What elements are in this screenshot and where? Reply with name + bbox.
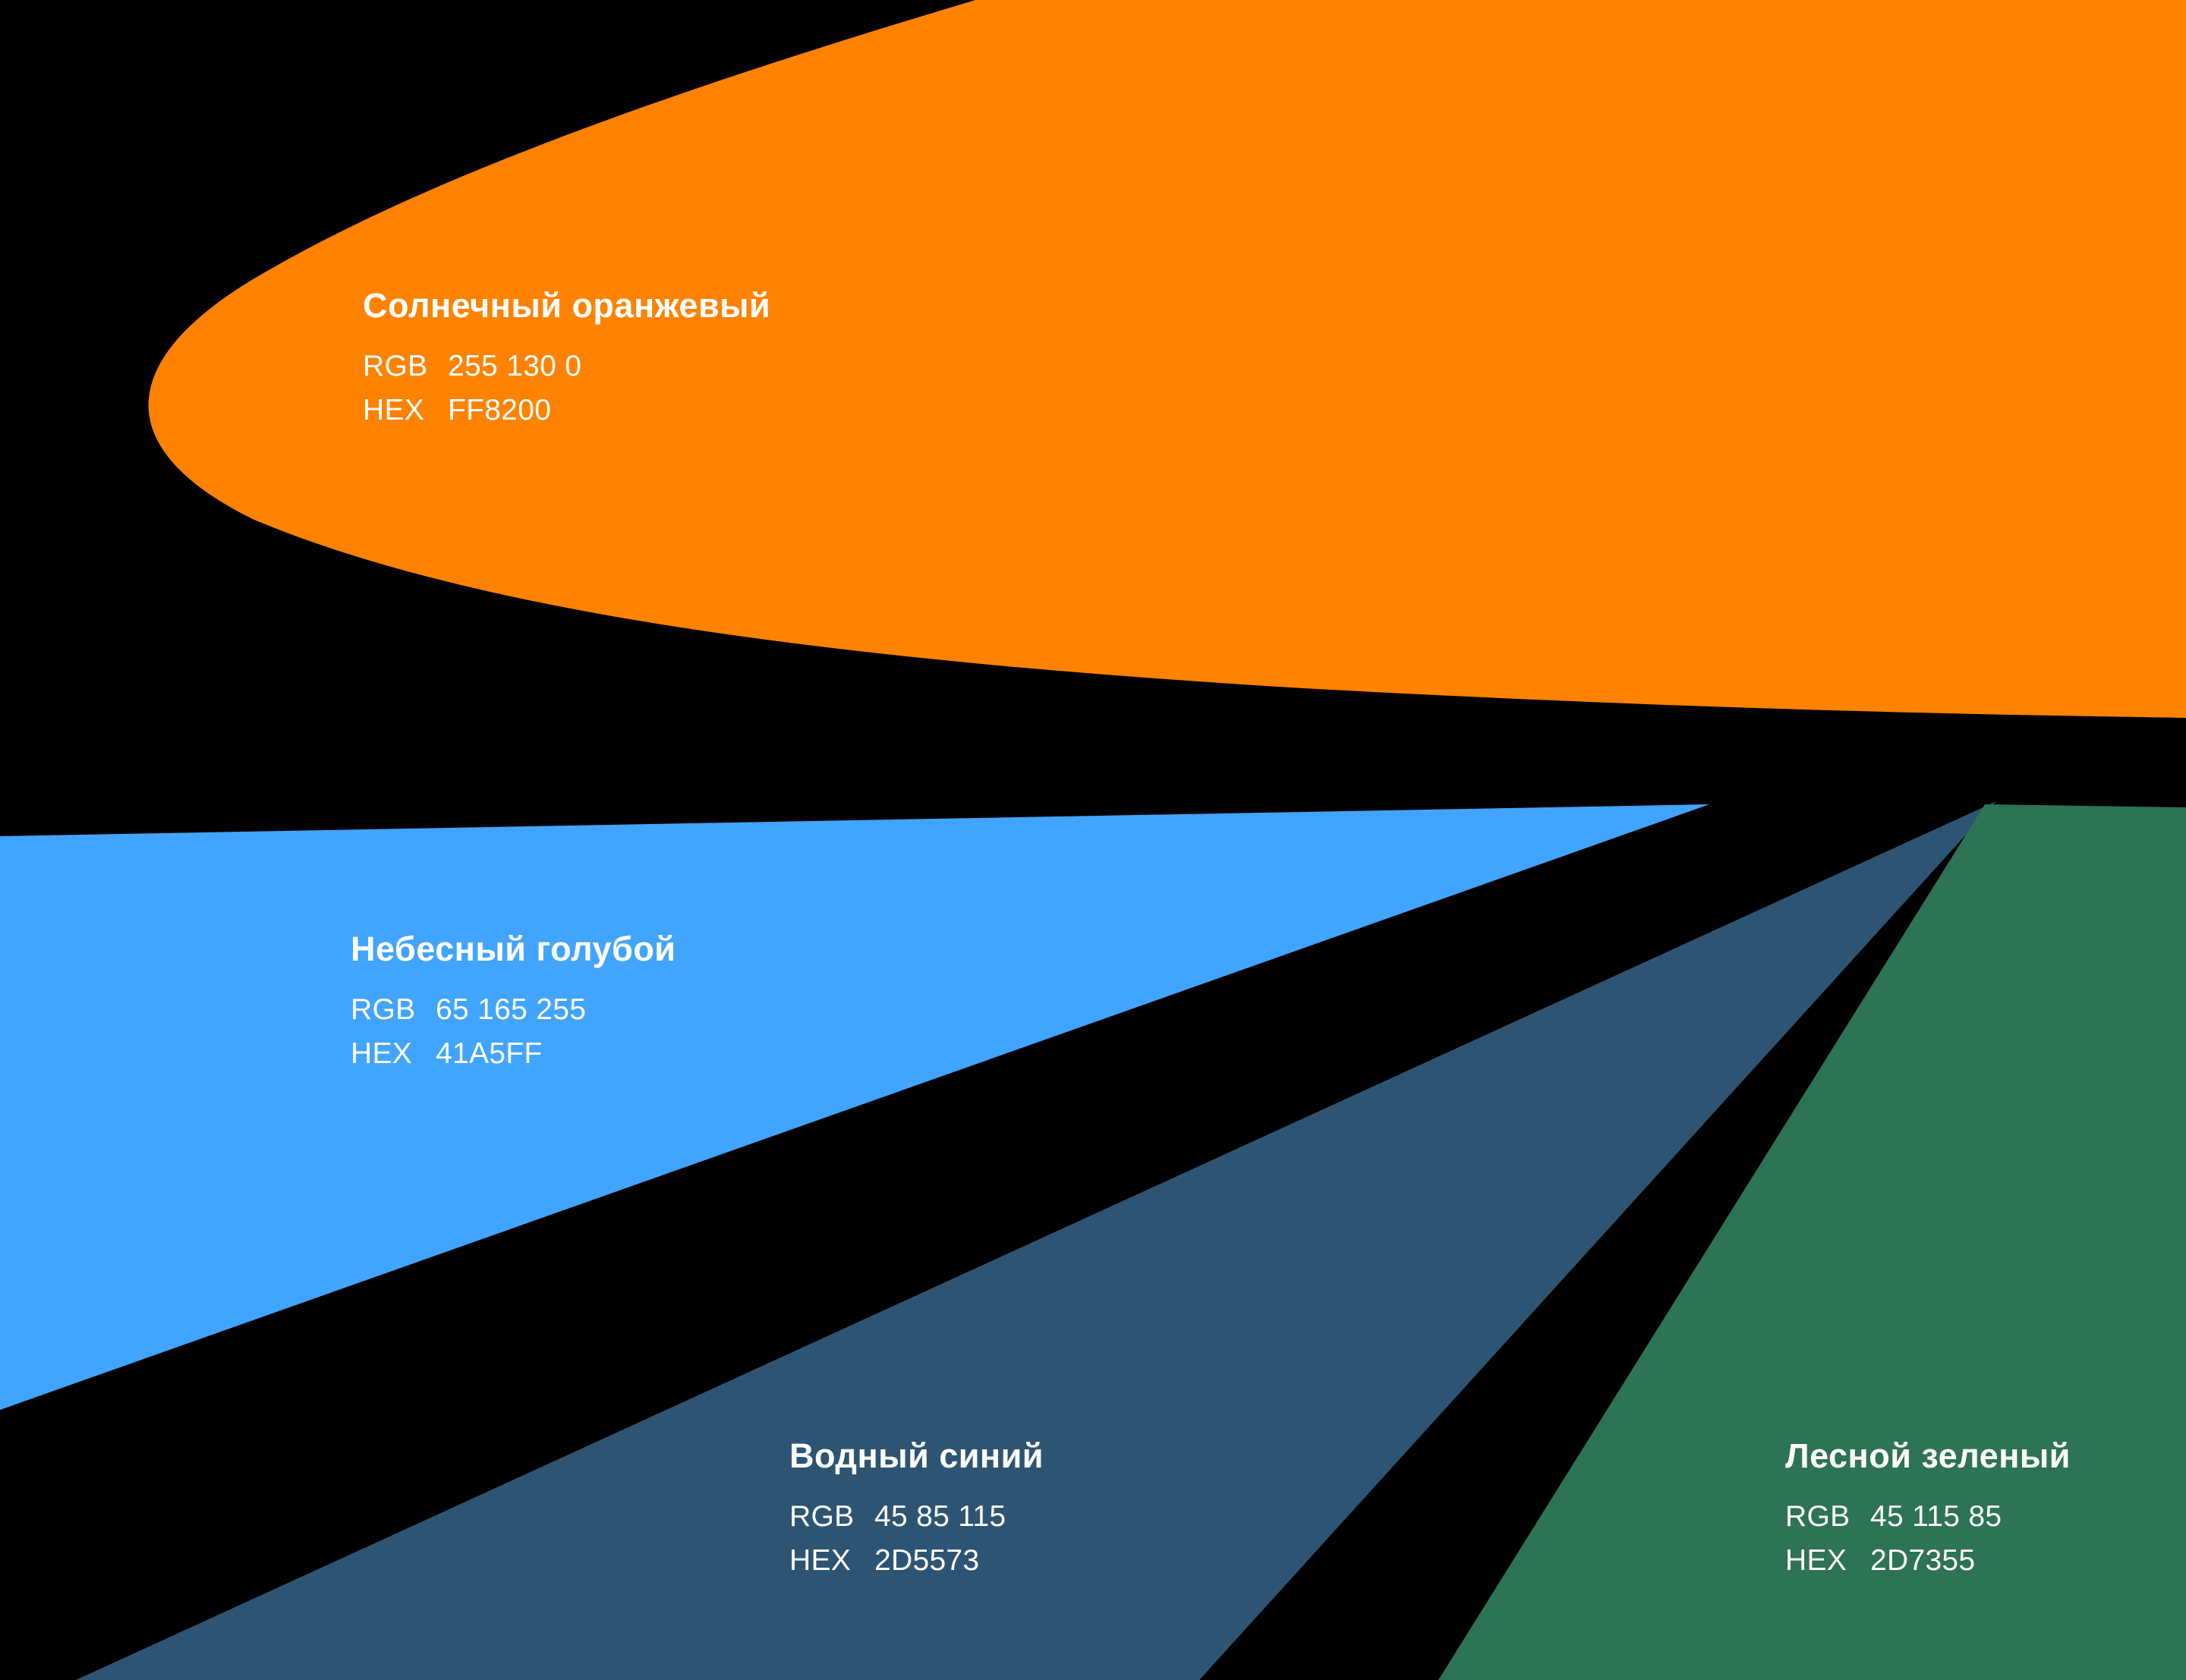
swatch-label-forest-green: Лесной зеленый RGB 45 115 85 HEX 2D7355 <box>1785 1437 2071 1583</box>
forest-green-shape <box>1438 804 2186 1680</box>
rgb-label: RGB <box>1785 1499 1851 1533</box>
swatch-title: Лесной зеленый <box>1785 1436 2071 1475</box>
hex-label: HEX <box>351 1037 413 1070</box>
water-blue-shape <box>76 801 1996 1680</box>
hex-value: 2D5573 <box>874 1543 980 1577</box>
hex-value: 41A5FF <box>436 1037 543 1070</box>
rgb-row: RGB 255 130 0 <box>363 344 770 389</box>
rgb-row: RGB 65 165 255 <box>351 988 676 1032</box>
swatch-values: RGB 255 130 0 HEX FF8200 <box>363 344 770 433</box>
swatch-title: Солнечный оранжевый <box>363 286 771 325</box>
sunny-orange-shape <box>148 0 2186 718</box>
swatch-label-water-blue: Водный синий RGB 45 85 115 HEX 2D5573 <box>789 1437 1044 1583</box>
swatch-title: Водный синий <box>789 1436 1044 1475</box>
sky-blue-shape <box>0 804 1709 1410</box>
swatch-values: RGB 65 165 255 HEX 41A5FF <box>351 988 676 1076</box>
hex-label: HEX <box>363 393 425 426</box>
swatch-title: Небесный голубой <box>351 930 676 968</box>
rgb-value: 45 115 85 <box>1870 1499 2002 1533</box>
rgb-label: RGB <box>363 349 428 382</box>
rgb-row: RGB 45 115 85 <box>1785 1495 2071 1539</box>
rgb-row: RGB 45 85 115 <box>789 1495 1044 1539</box>
rgb-value: 65 165 255 <box>436 993 587 1026</box>
rgb-label: RGB <box>351 993 416 1026</box>
hex-label: HEX <box>789 1543 852 1577</box>
rgb-value: 255 130 0 <box>448 349 582 382</box>
hex-row: HEX 2D7355 <box>1785 1539 2071 1583</box>
rgb-label: RGB <box>789 1499 855 1533</box>
swatch-label-sunny-orange: Солнечный оранжевый RGB 255 130 0 HEX FF… <box>363 287 770 433</box>
hex-value: FF8200 <box>448 393 552 426</box>
swatch-label-sky-blue: Небесный голубой RGB 65 165 255 HEX 41A5… <box>351 930 676 1076</box>
swatch-values: RGB 45 85 115 HEX 2D5573 <box>789 1495 1044 1583</box>
swatch-values: RGB 45 115 85 HEX 2D7355 <box>1785 1495 2071 1583</box>
hex-label: HEX <box>1785 1543 1847 1577</box>
hex-row: HEX 41A5FF <box>351 1032 676 1076</box>
hex-row: HEX 2D5573 <box>789 1539 1044 1583</box>
hex-row: HEX FF8200 <box>363 389 770 433</box>
hex-value: 2D7355 <box>1870 1543 1976 1577</box>
rgb-value: 45 85 115 <box>874 1499 1006 1533</box>
